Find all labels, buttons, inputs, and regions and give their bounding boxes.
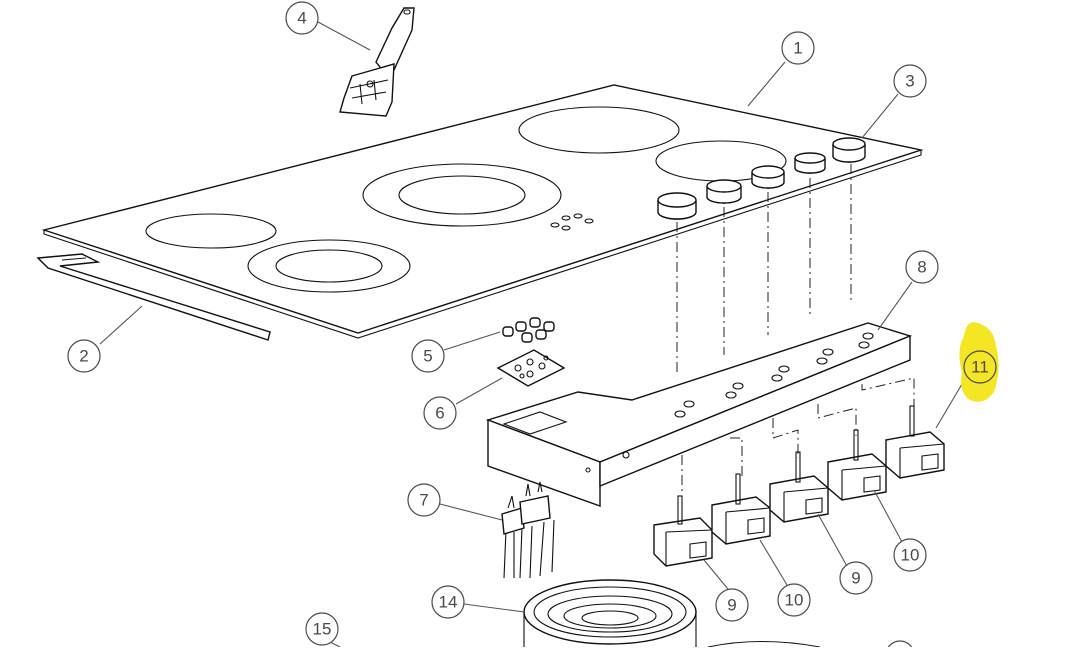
callout-3: 3	[893, 64, 927, 98]
cooktop-seal-gasket	[36, 253, 271, 341]
callout-2: 2	[67, 339, 101, 373]
control-knob	[794, 152, 826, 174]
scraper-tool	[339, 7, 415, 117]
control-panel-bracket	[485, 322, 913, 507]
callout-6-label: 6	[435, 404, 444, 423]
callout-9b: 9	[839, 561, 873, 595]
wiring-connector	[501, 481, 555, 579]
leader-lines	[99, 21, 963, 648]
callout-5: 5	[411, 339, 445, 373]
control-knob	[751, 165, 785, 189]
terminal-connectors	[502, 317, 555, 343]
callout-8: 8	[905, 250, 939, 284]
callout-2-label: 2	[79, 347, 88, 366]
callout-5-label: 5	[423, 347, 432, 366]
energy-regulators	[653, 405, 945, 567]
callout-4-label: 4	[297, 9, 306, 28]
callout-10a: 10	[777, 583, 811, 617]
callout-9b-label: 9	[851, 569, 860, 588]
callout-11: 11	[963, 350, 997, 384]
energy-regulator	[885, 405, 945, 479]
control-knobs	[657, 137, 866, 220]
callout-3-label: 3	[905, 72, 914, 91]
callout-11-label: 11	[971, 358, 989, 377]
callout-partial	[885, 640, 915, 652]
callout-10a-label: 10	[785, 591, 804, 610]
partial-element-outline	[707, 640, 821, 648]
callout-4: 4	[285, 1, 319, 35]
energy-regulator	[769, 451, 829, 523]
ceramic-glass-cooktop	[41, 84, 924, 339]
control-knob	[706, 179, 742, 204]
callout-10b: 10	[893, 538, 927, 572]
radiant-heating-element	[523, 579, 697, 647]
callout-15: 15	[305, 612, 339, 646]
callout-15-label: 15	[313, 620, 332, 639]
callout-10b-label: 10	[901, 546, 920, 565]
callout-1-label: 1	[793, 39, 802, 58]
callout-8-label: 8	[917, 258, 926, 277]
control-knob	[832, 137, 866, 163]
control-knob	[657, 192, 697, 220]
terminal-block	[496, 349, 566, 387]
callout-14-label: 14	[439, 593, 458, 612]
callout-1: 1	[781, 31, 815, 65]
energy-regulator	[827, 429, 887, 501]
energy-regulator	[653, 495, 713, 567]
alignment-lines	[676, 164, 915, 495]
callout-6: 6	[423, 396, 457, 430]
callout-7-label: 7	[419, 491, 428, 510]
callout-7: 7	[407, 483, 441, 517]
callout-9a: 9	[715, 588, 749, 622]
energy-regulator	[711, 473, 771, 545]
callout-14: 14	[431, 585, 465, 619]
highlight-marker	[959, 322, 999, 402]
callout-9a-label: 9	[727, 596, 736, 615]
